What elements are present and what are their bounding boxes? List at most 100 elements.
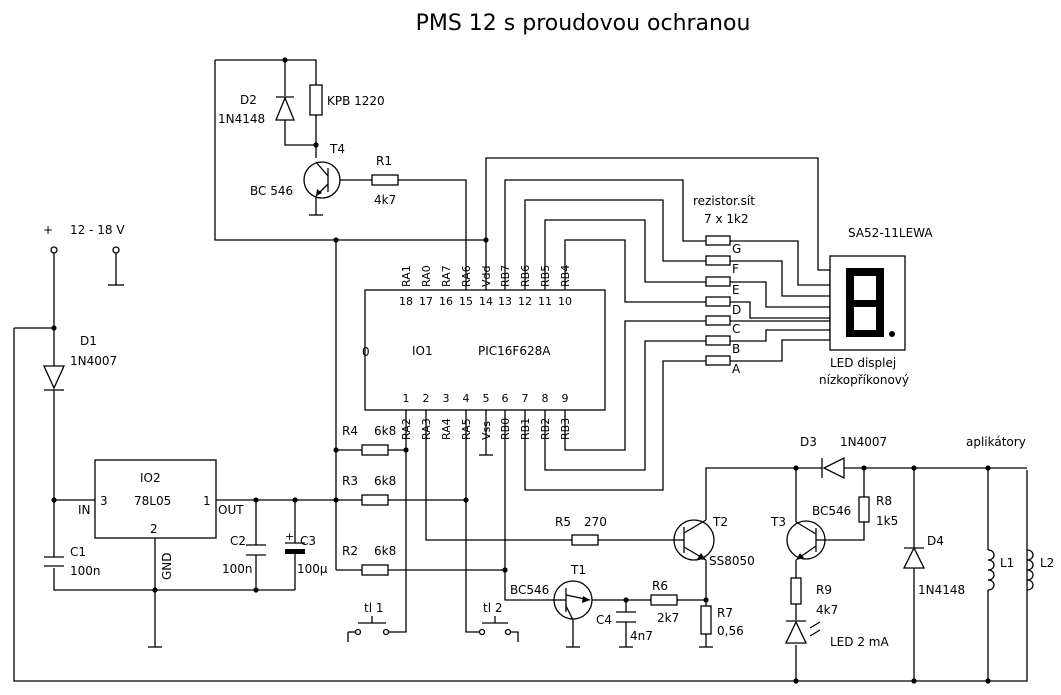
io1-ref: IO1 <box>412 344 433 358</box>
r1-value: 4k7 <box>374 193 396 207</box>
r1-ref: R1 <box>376 154 392 168</box>
pin-num: 14 <box>479 295 493 308</box>
t2-value: SS8050 <box>709 554 755 568</box>
r9-value: 4k7 <box>816 603 838 617</box>
diode-d1: D1 1N4007 <box>42 334 117 391</box>
t3-ref: T3 <box>770 515 786 529</box>
resistor-r5: R5 270 <box>555 515 607 546</box>
pin-name: RB4 <box>559 265 572 287</box>
led-indicator: LED 2 mA <box>784 620 889 649</box>
transistor-t2: T2 SS8050 <box>672 515 755 568</box>
t1-value: BC546 <box>510 583 549 597</box>
r5-value: 270 <box>584 515 607 529</box>
resistor-r8: R8 1k5 <box>858 494 898 528</box>
pin-name: RA1 <box>400 265 413 287</box>
network-value: 7 x 1k2 <box>704 212 749 226</box>
pin-name: RA2 <box>400 418 413 440</box>
pin-num: 4 <box>463 392 470 405</box>
t2-ref: T2 <box>712 515 728 529</box>
pin-num: 3 <box>443 392 450 405</box>
c3-ref: C3 <box>300 534 316 548</box>
c3-plus: + <box>285 530 294 543</box>
transistor-t1: T1 BC546 <box>510 563 593 621</box>
pin-num: 5 <box>483 392 490 405</box>
pin-num: 6 <box>502 392 509 405</box>
r2-ref: R2 <box>342 544 358 558</box>
supply-plus-label: + <box>43 223 53 237</box>
io1-notch: 0 <box>362 345 370 359</box>
c4-ref: C4 <box>596 613 612 627</box>
buzzer-kpb1220: KPB 1220 <box>309 84 385 116</box>
tl2-ref: tl 2 <box>483 601 503 615</box>
d2-value: 1N4148 <box>218 112 265 126</box>
c4-value: 4n7 <box>630 629 653 643</box>
d3-ref: D3 <box>800 435 817 449</box>
pin-name: RA0 <box>420 265 433 287</box>
segment-label: D <box>732 303 741 317</box>
segment-label: B <box>732 342 740 356</box>
pin-name: Vdd <box>480 266 493 288</box>
io1-value: PIC16F628A <box>478 344 551 358</box>
resistor-r2: R2 6k8 <box>342 544 396 576</box>
led-display: SA52-11LEWA LED displej nízkopříkonový <box>819 226 933 387</box>
pin-name: RA6 <box>460 265 473 287</box>
r4-value: 6k8 <box>374 424 396 438</box>
l2-ref: L2 <box>1040 556 1054 570</box>
resistor-r1: R1 4k7 <box>371 154 399 207</box>
wires <box>13 59 1028 682</box>
io2-pin-in: 3 <box>100 494 108 508</box>
r7-ref: R7 <box>717 606 733 620</box>
resistor-r6: R6 2k7 <box>650 579 679 625</box>
pin-name: RA7 <box>440 265 453 287</box>
c3-value: 100µ <box>297 562 328 576</box>
c1-ref: C1 <box>70 545 86 559</box>
network-title: rezistor.sít <box>693 194 755 208</box>
io2-pin-gnd: 2 <box>150 522 158 536</box>
d4-ref: D4 <box>927 534 944 548</box>
d1-ref: D1 <box>80 334 97 348</box>
r3-value: 6k8 <box>374 474 396 488</box>
io2-out-label: OUT <box>218 503 244 517</box>
capacitor-c2: C2 100n <box>222 534 266 576</box>
display-ref: SA52-11LEWA <box>848 226 933 240</box>
segment-label: E <box>732 283 740 297</box>
pin-name: RB1 <box>519 418 532 440</box>
applicators-label: aplikátory <box>966 435 1026 449</box>
d4-value: 1N4148 <box>918 583 965 597</box>
display-desc-1: LED displej <box>830 356 896 370</box>
t4-ref: T4 <box>329 142 345 156</box>
resistor-r9: R9 4k7 <box>790 577 838 617</box>
pin-num: 11 <box>538 295 552 308</box>
l1-ref: L1 <box>1000 556 1014 570</box>
io2-ref: IO2 <box>140 471 161 485</box>
pin-num: 2 <box>423 392 430 405</box>
io2-in-label: IN <box>78 503 91 517</box>
r5-ref: R5 <box>555 515 571 529</box>
led-value: LED 2 mA <box>830 635 889 649</box>
diode-d2: D2 1N4148 <box>218 93 295 126</box>
c1-value: 100n <box>70 564 101 578</box>
t4-value: BC 546 <box>250 184 293 198</box>
r6-ref: R6 <box>652 579 668 593</box>
display-desc-2: nízkopříkonový <box>819 373 909 387</box>
r4-ref: R4 <box>342 424 358 438</box>
io2-gnd-label: GND <box>160 552 174 580</box>
pin-num: 12 <box>518 295 532 308</box>
resistor-r7: R7 0,56 <box>700 605 744 638</box>
pushbutton-tl1: tl 1 <box>354 601 390 636</box>
pin-name: RA3 <box>420 418 433 440</box>
t1-ref: T1 <box>570 563 586 577</box>
d3-value: 1N4007 <box>840 435 887 449</box>
io2-pin-out: 1 <box>203 494 211 508</box>
junctions <box>51 57 991 684</box>
diode-d3: D3 1N4007 <box>800 435 887 480</box>
transistor-t4: T4 BC 546 <box>250 142 345 199</box>
pin-name: RA5 <box>460 418 473 440</box>
regulator-io2: IO2 78L05 3 1 2 IN OUT GND <box>78 459 244 580</box>
pin-num: 16 <box>439 295 453 308</box>
coil-l1: L1 <box>987 549 1014 591</box>
diode-d4: D4 1N4148 <box>902 534 965 597</box>
r6-value: 2k7 <box>657 611 679 625</box>
pin-name: RA4 <box>440 418 453 440</box>
pin-num: 8 <box>542 392 549 405</box>
